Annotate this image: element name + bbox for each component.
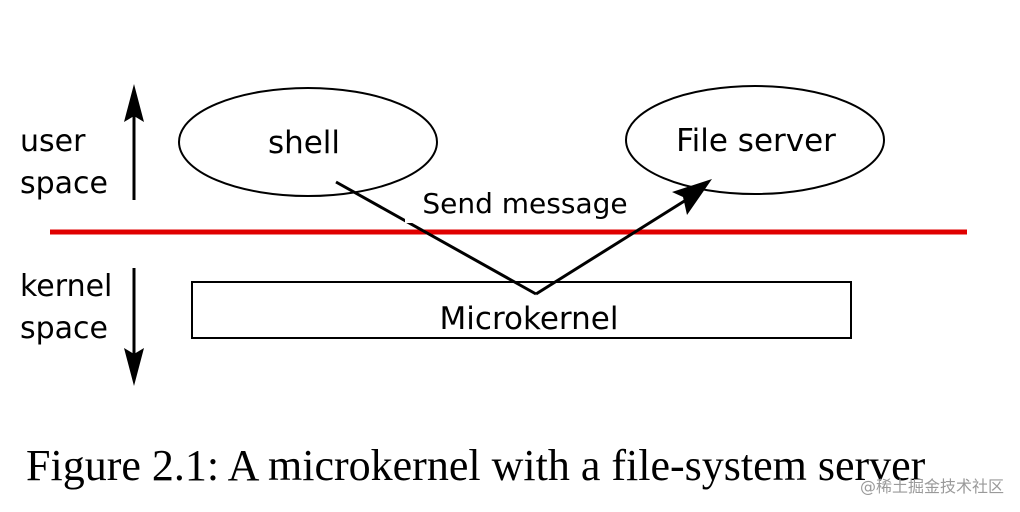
kernel-space-label-line2: space bbox=[20, 311, 108, 346]
kernel-space-label-line1: kernel bbox=[20, 269, 112, 304]
watermark: @稀土掘金技术社区 bbox=[860, 477, 1004, 496]
kernel-space-down-arrow bbox=[124, 268, 144, 386]
message-path bbox=[335, 179, 712, 296]
send-message-label: Send message bbox=[422, 187, 627, 220]
user-space-up-arrow bbox=[124, 84, 144, 200]
shell-label: shell bbox=[268, 125, 340, 161]
microkernel-label: Microkernel bbox=[440, 301, 619, 337]
shell-node: shell bbox=[178, 87, 438, 197]
send-message-label-group: Send message bbox=[405, 183, 641, 223]
file-server-label: File server bbox=[676, 123, 836, 159]
microkernel-node: Microkernel bbox=[191, 281, 852, 339]
user-space-label-line2: space bbox=[20, 166, 108, 201]
user-space-label-line1: user bbox=[20, 124, 86, 159]
file-server-node: File server bbox=[625, 85, 885, 195]
figure-caption: Figure 2.1: A microkernel with a file-sy… bbox=[26, 441, 926, 490]
